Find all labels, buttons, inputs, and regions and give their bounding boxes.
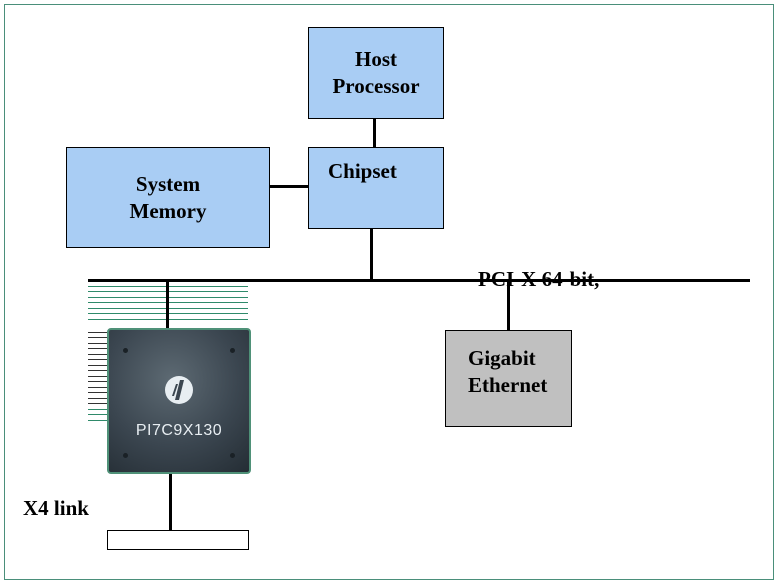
system-memory-block: System Memory xyxy=(66,147,270,248)
gigabit-ethernet-block: Gigabit Ethernet xyxy=(445,330,572,427)
chipset-bus-link xyxy=(370,229,373,280)
bus-ethernet-link xyxy=(507,280,510,330)
chip-part-number: PI7C9X130 xyxy=(135,422,223,439)
chip-corner-dot xyxy=(123,348,128,353)
chip-corner-dot xyxy=(230,453,235,458)
host-processor-label-line2: Processor xyxy=(332,74,420,98)
pcie-slot xyxy=(107,530,249,550)
host-processor-block: Host Processor xyxy=(308,27,444,119)
pericom-logo-icon xyxy=(165,376,193,404)
memory-chipset-link xyxy=(270,185,308,188)
bridge-chip: PI7C9X130 xyxy=(107,328,251,474)
x4-link-line xyxy=(169,474,172,530)
diagram-frame xyxy=(4,4,774,580)
system-memory-label-line2: Memory xyxy=(129,199,207,223)
chip-corner-dot xyxy=(123,453,128,458)
host-chipset-link xyxy=(373,119,376,147)
bus-bridge-link xyxy=(166,280,169,328)
chipset-label: Chipset xyxy=(328,159,397,183)
x4-link-label: X4 link xyxy=(23,496,89,520)
system-memory-label-line1: System xyxy=(135,172,201,196)
host-processor-label-line1: Host xyxy=(355,47,397,71)
pci-x-bus xyxy=(88,279,750,282)
gigabit-ethernet-label-line2: Ethernet xyxy=(468,373,548,397)
chipset-block: Chipset xyxy=(308,147,444,229)
chip-corner-dot xyxy=(230,348,235,353)
gigabit-ethernet-label-line1: Gigabit xyxy=(468,346,536,370)
